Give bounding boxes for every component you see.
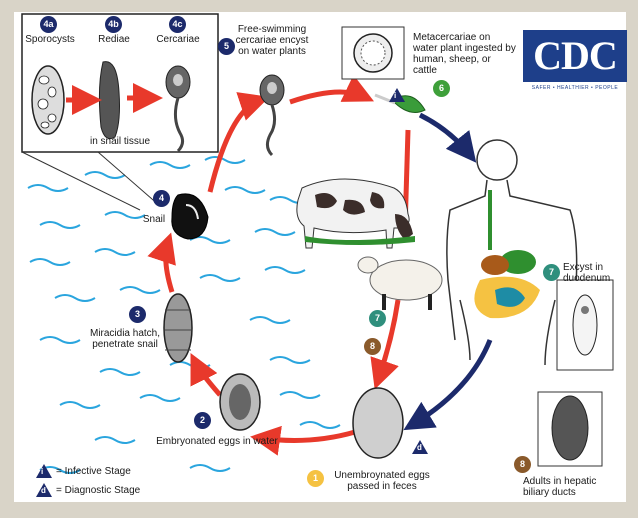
stage-7-label: Excyst in duodenum <box>563 262 625 284</box>
stage-4a-label: Sporocysts <box>22 34 78 45</box>
stage-5-label: Free-swimming cercariae encyst on water … <box>232 24 312 57</box>
stage-4c-label: Cercariae <box>148 34 208 45</box>
stage-8-human-badge: 8 <box>514 456 531 473</box>
stage-6-badge: 6 <box>433 80 450 97</box>
cdc-logo: CDC SAFER • HEALTHIER • PEOPLE <box>523 30 627 94</box>
stage-4c-badge: 4c <box>169 16 186 33</box>
stage-1-label: Unembroynated eggs passed in feces <box>322 470 442 492</box>
stage-2-badge: 2 <box>194 412 211 429</box>
legend-infective-icon-text: i <box>41 467 43 476</box>
stage-8-label: Adults in hepatic biliary ducts <box>523 476 623 498</box>
stage-4a-badge: 4a <box>40 16 57 33</box>
legend-diagnostic-icon-text: d <box>41 486 46 495</box>
cdc-tagline: SAFER • HEALTHIER • PEOPLE <box>523 85 627 91</box>
infective-marker-6: i <box>389 88 405 102</box>
human-digestive-tract <box>474 190 540 318</box>
stage-7-human-badge: 7 <box>543 264 560 281</box>
cdc-logo-text: CDC <box>523 30 627 82</box>
stage-4b-badge: 4b <box>105 16 122 33</box>
stage-4-label: Snail <box>134 214 174 225</box>
infective-marker-6-text: i <box>394 91 396 100</box>
stage-3-label: Miracidia hatch, penetrate snail <box>80 328 170 350</box>
cow-host <box>297 179 415 248</box>
diagnostic-marker-1-text: d <box>417 443 422 452</box>
diagnostic-marker-1: d <box>412 440 428 454</box>
legend-infective-icon: i <box>36 464 52 478</box>
legend-infective-label: = Infective Stage <box>56 466 166 477</box>
unembryonated-egg <box>353 388 403 458</box>
stage-4-badge: 4 <box>153 190 170 207</box>
snail-shell <box>172 194 208 239</box>
stage-4b-label: Rediae <box>86 34 142 45</box>
rediae-organism <box>99 62 119 139</box>
stage-8-animal-badge: 8 <box>364 338 381 355</box>
legend-diagnostic-label: = Diagnostic Stage <box>56 485 166 496</box>
stage-3-badge: 3 <box>129 306 146 323</box>
stage-6-label: Metacercariae on water plant ingested by… <box>413 32 517 76</box>
stage-7-animal-badge: 7 <box>369 310 386 327</box>
stage-2-label: Embryonated eggs in water <box>142 436 292 447</box>
snail-tissue-label: in snail tissue <box>40 136 200 147</box>
legend-diagnostic-icon: d <box>36 483 52 497</box>
